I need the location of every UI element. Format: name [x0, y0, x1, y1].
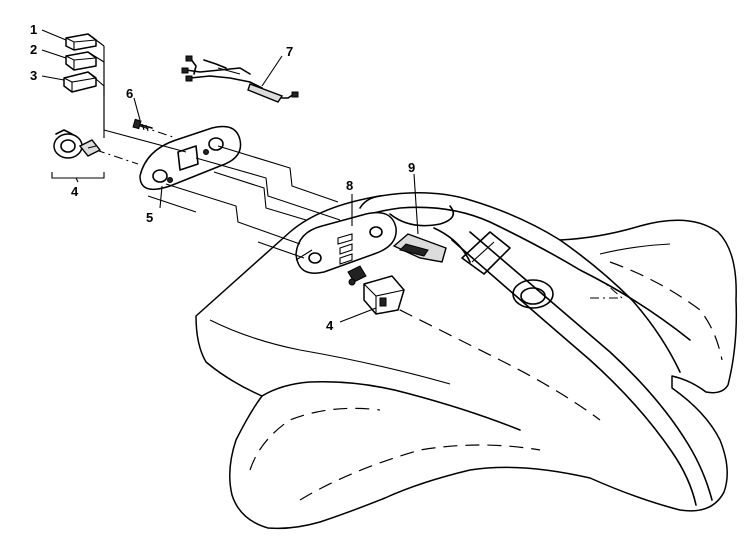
callout-5: 5	[146, 210, 153, 225]
part-7-harness	[181, 55, 299, 103]
callout-3: 3	[30, 68, 37, 83]
callout-4-lower: 4	[326, 318, 334, 333]
callout-labels: 1 2 3 4 5 6 7 8 9 4	[30, 22, 415, 333]
part-4-switch	[347, 265, 405, 315]
callout-6: 6	[126, 86, 133, 101]
callout-4-upper: 4	[71, 184, 79, 199]
fender-body	[195, 192, 738, 530]
callout-9: 9	[408, 160, 415, 175]
part-6-screw	[132, 118, 153, 132]
callout-2: 2	[30, 42, 37, 57]
callout-1: 1	[30, 22, 37, 37]
assembly-lines	[95, 46, 341, 261]
part-4-key-switch	[53, 129, 102, 159]
callout-8: 8	[346, 178, 353, 193]
callout-7: 7	[286, 44, 293, 59]
parts-1-2-3-caps	[63, 33, 105, 93]
leader-lines	[41, 29, 419, 323]
part-5-plate	[139, 125, 242, 191]
part-9-tab	[392, 233, 447, 263]
switch-plate-installed	[295, 211, 397, 274]
